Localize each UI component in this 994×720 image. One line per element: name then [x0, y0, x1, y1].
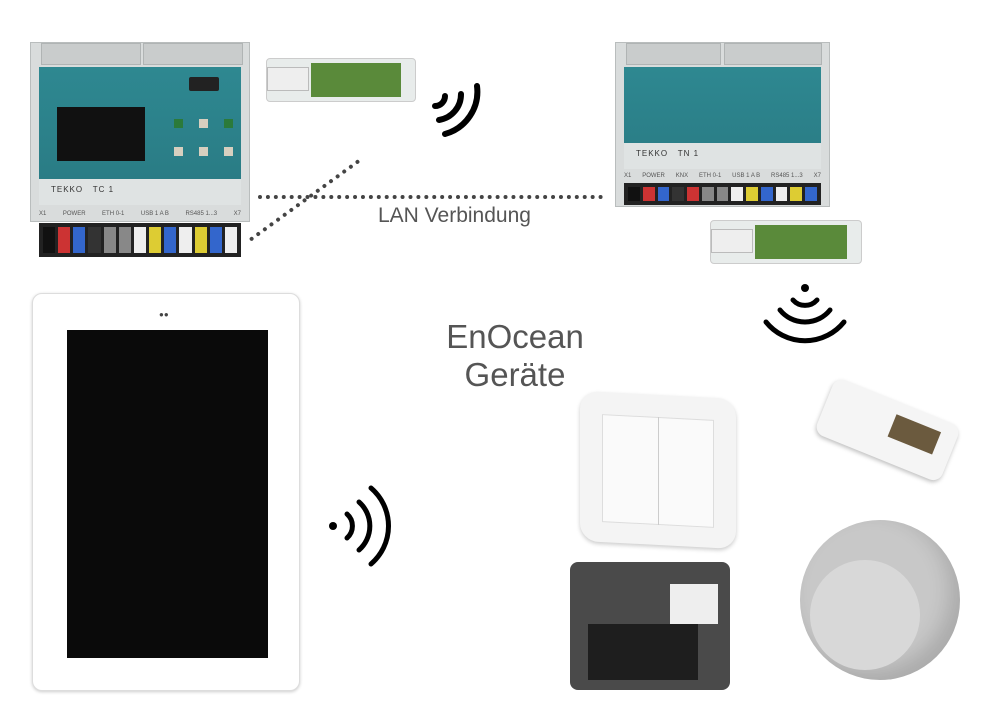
brand: TEKKO	[51, 185, 84, 194]
port-label: X1	[39, 211, 47, 217]
port-label: POWER	[62, 211, 86, 217]
port-label: POWER	[642, 173, 665, 179]
tablet-screen	[67, 330, 268, 658]
switch-icon	[580, 390, 736, 550]
tablet-icon: ●●	[32, 293, 300, 691]
brand: TEKKO	[636, 149, 669, 158]
port-label: ETH 0-1	[698, 173, 722, 179]
usb-stick-icon	[266, 58, 416, 102]
usb-stick-icon	[710, 220, 862, 264]
controller-tc1: TEKKO TC 1 X1 POWER ETH 0-1 USB 1 A B RS…	[30, 42, 250, 257]
wireless-signal-icon	[432, 83, 481, 137]
terminal-block	[39, 223, 241, 257]
model: TN 1	[677, 149, 700, 158]
port-label: X7	[233, 211, 241, 217]
actuator-icon	[570, 562, 730, 690]
lan-connection-line	[258, 195, 603, 199]
enocean-label-line2: Geräte	[464, 356, 566, 393]
port-label: USB 1 A B	[140, 211, 169, 217]
enocean-label-line1: EnOcean	[446, 318, 584, 355]
wireless-signal-icon	[329, 485, 391, 567]
lan-connection-line-tablet	[248, 159, 361, 242]
lan-label: LAN Verbindung	[378, 204, 531, 227]
model: TC 1	[92, 185, 115, 194]
port-label: X1	[624, 173, 632, 179]
port-label: USB 1 A B	[732, 173, 761, 179]
sensor-icon	[813, 376, 962, 484]
port-label: X7	[813, 173, 821, 179]
controller-face	[39, 67, 241, 179]
wireless-signal-icon	[763, 284, 847, 344]
terminal-block	[624, 183, 821, 205]
port-label: RS485 1...3	[771, 173, 803, 179]
thermostat-icon	[800, 520, 960, 680]
port-label: KNX	[675, 173, 689, 179]
port-label: RS485 1...3	[185, 211, 218, 217]
controller-tn1: TEKKO TN 1 X1 POWER KNX ETH 0-1 USB 1 A …	[615, 42, 830, 207]
port-label: ETH 0-1	[102, 211, 125, 217]
enocean-label: EnOcean Geräte	[420, 318, 610, 394]
